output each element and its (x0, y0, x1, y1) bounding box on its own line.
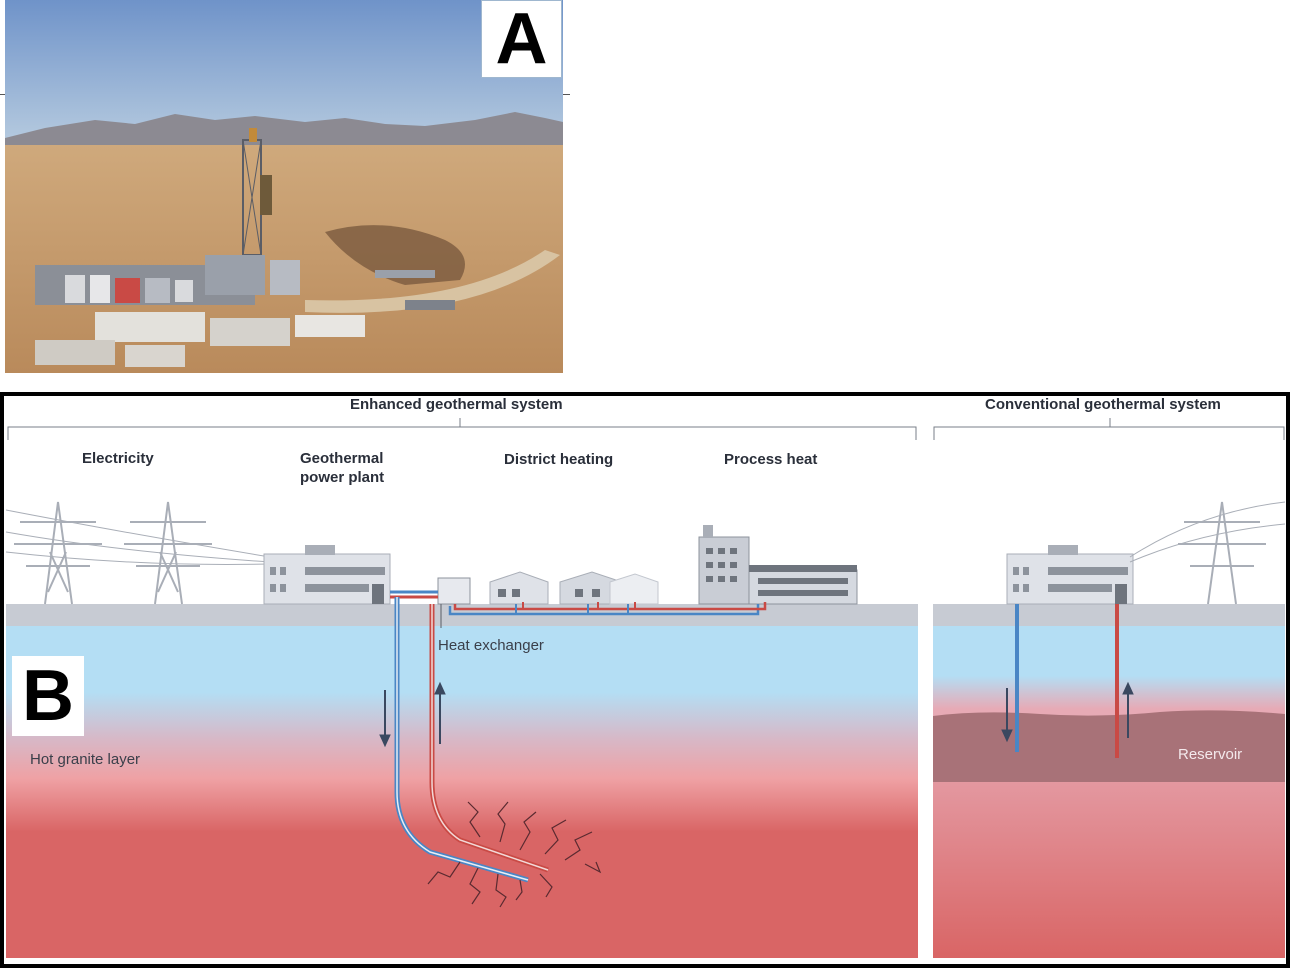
surface-pipes (390, 590, 767, 616)
heat-exchanger-unit (437, 577, 471, 605)
flow-arrows (379, 681, 1134, 748)
up-arrow-icon-right (1122, 681, 1134, 695)
label-hot-granite: Hot granite layer (30, 751, 141, 768)
reservoir-layer (933, 710, 1285, 782)
panel-b-label: B (12, 656, 84, 736)
label-district-heating: District heating (504, 451, 614, 468)
mountain-range (5, 112, 563, 150)
divider-right (563, 94, 570, 95)
label-power-plant-line2: power plant (300, 469, 385, 486)
header-brackets (7, 418, 1285, 440)
power-plant-building (263, 545, 391, 605)
label-reservoir: Reservoir (1178, 746, 1243, 763)
label-power-plant: Geothermal power plant (300, 449, 384, 487)
down-arrow-icon-right (1001, 729, 1013, 743)
industrial-buildings (698, 525, 858, 605)
geothermal-diagram: Enhanced geothermal system Conventional … (0, 392, 1291, 970)
label-electricity: Electricity (82, 450, 154, 467)
label-power-plant-line1: Geothermal (300, 450, 384, 467)
label-heat-exchanger: Heat exchanger (438, 637, 544, 654)
down-arrow-icon (379, 734, 391, 748)
section-gap (918, 604, 933, 960)
conventional-power-plant (1006, 545, 1134, 605)
conventional-strata (933, 626, 1285, 958)
transmission-tower-right (1129, 501, 1286, 605)
panel-a-label: A (481, 0, 562, 79)
label-process-heat: Process heat (724, 451, 818, 468)
drilling-site-photo (5, 0, 563, 373)
transmission-towers-left (5, 501, 271, 605)
equipment-yard (35, 255, 455, 367)
header-conventional: Conventional geothermal system (985, 396, 1221, 413)
header-enhanced: Enhanced geothermal system (350, 396, 563, 413)
district-houses (489, 571, 659, 605)
fracture-network (427, 801, 602, 908)
up-arrow-icon (434, 681, 446, 695)
hot-granite-strata (6, 626, 918, 958)
divider-left (0, 94, 5, 95)
ground-surface-right (933, 604, 1285, 626)
